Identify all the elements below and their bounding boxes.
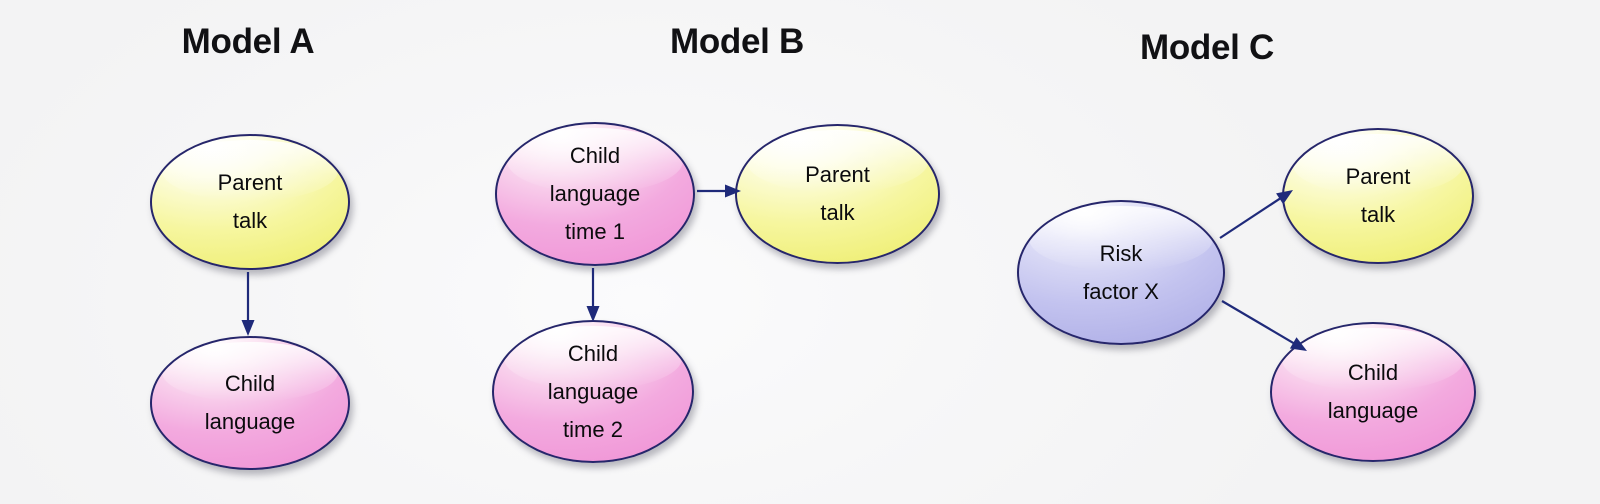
node-label-line: Child	[1347, 360, 1399, 385]
node-label: Child language	[1322, 354, 1425, 430]
node-label: Parent talk	[1340, 158, 1417, 234]
node-label-line: time 2	[563, 416, 623, 442]
node-label-line: language	[204, 409, 296, 434]
node-child-language[interactable]: Child language	[1270, 322, 1476, 462]
panel-title-model-a: Model A	[181, 22, 315, 61]
node-label-line: language	[1327, 398, 1419, 423]
node-parent-talk[interactable]: Parent talk	[150, 134, 350, 270]
node-label-line: Parent	[217, 170, 283, 195]
node-label-line: language	[547, 378, 639, 404]
node-label: Parent talk	[212, 164, 289, 240]
node-label-line: Parent	[805, 162, 870, 187]
arrow-shaft	[1221, 300, 1296, 345]
arrow-head-icon	[241, 320, 255, 336]
node-label: Risk factor X	[1077, 235, 1165, 311]
node-label-line: Risk	[1099, 240, 1143, 266]
node-label-line: factor X	[1083, 278, 1159, 304]
arrow-child-language-time-1-to-child-language-time-2	[586, 268, 600, 322]
node-parent-talk[interactable]: Parent talk	[735, 124, 940, 264]
node-label-line: Child	[224, 371, 276, 396]
node-label: Child language time 1	[544, 137, 647, 251]
node-label-line: talk	[232, 208, 268, 233]
arrow-parent-talk-to-child-language	[241, 272, 255, 336]
node-label-line: Parent	[1345, 164, 1411, 189]
panel-title-model-c: Model C	[1139, 28, 1275, 67]
node-child-language-time-1[interactable]: Child language time 1	[495, 122, 695, 266]
node-label-line: Child	[569, 143, 621, 168]
arrow-risk-factor-x-to-child-language	[1221, 300, 1307, 351]
arrow-shaft	[1219, 196, 1282, 239]
node-label: Parent talk	[799, 156, 876, 232]
node-label-line: talk	[820, 200, 855, 225]
node-risk-factor-x[interactable]: Risk factor X	[1017, 200, 1225, 345]
node-label-line: talk	[1360, 202, 1396, 227]
node-label: Child language time 2	[542, 335, 645, 449]
node-label-line: language	[549, 181, 641, 206]
node-label-line: time 1	[565, 219, 625, 244]
node-label-line: Child	[567, 340, 619, 366]
node-child-language-time-2[interactable]: Child language time 2	[492, 320, 694, 463]
node-parent-talk[interactable]: Parent talk	[1282, 128, 1474, 264]
panel-title-model-b: Model B	[669, 22, 805, 61]
node-child-language[interactable]: Child language	[150, 336, 350, 470]
node-label: Child language	[199, 365, 302, 441]
